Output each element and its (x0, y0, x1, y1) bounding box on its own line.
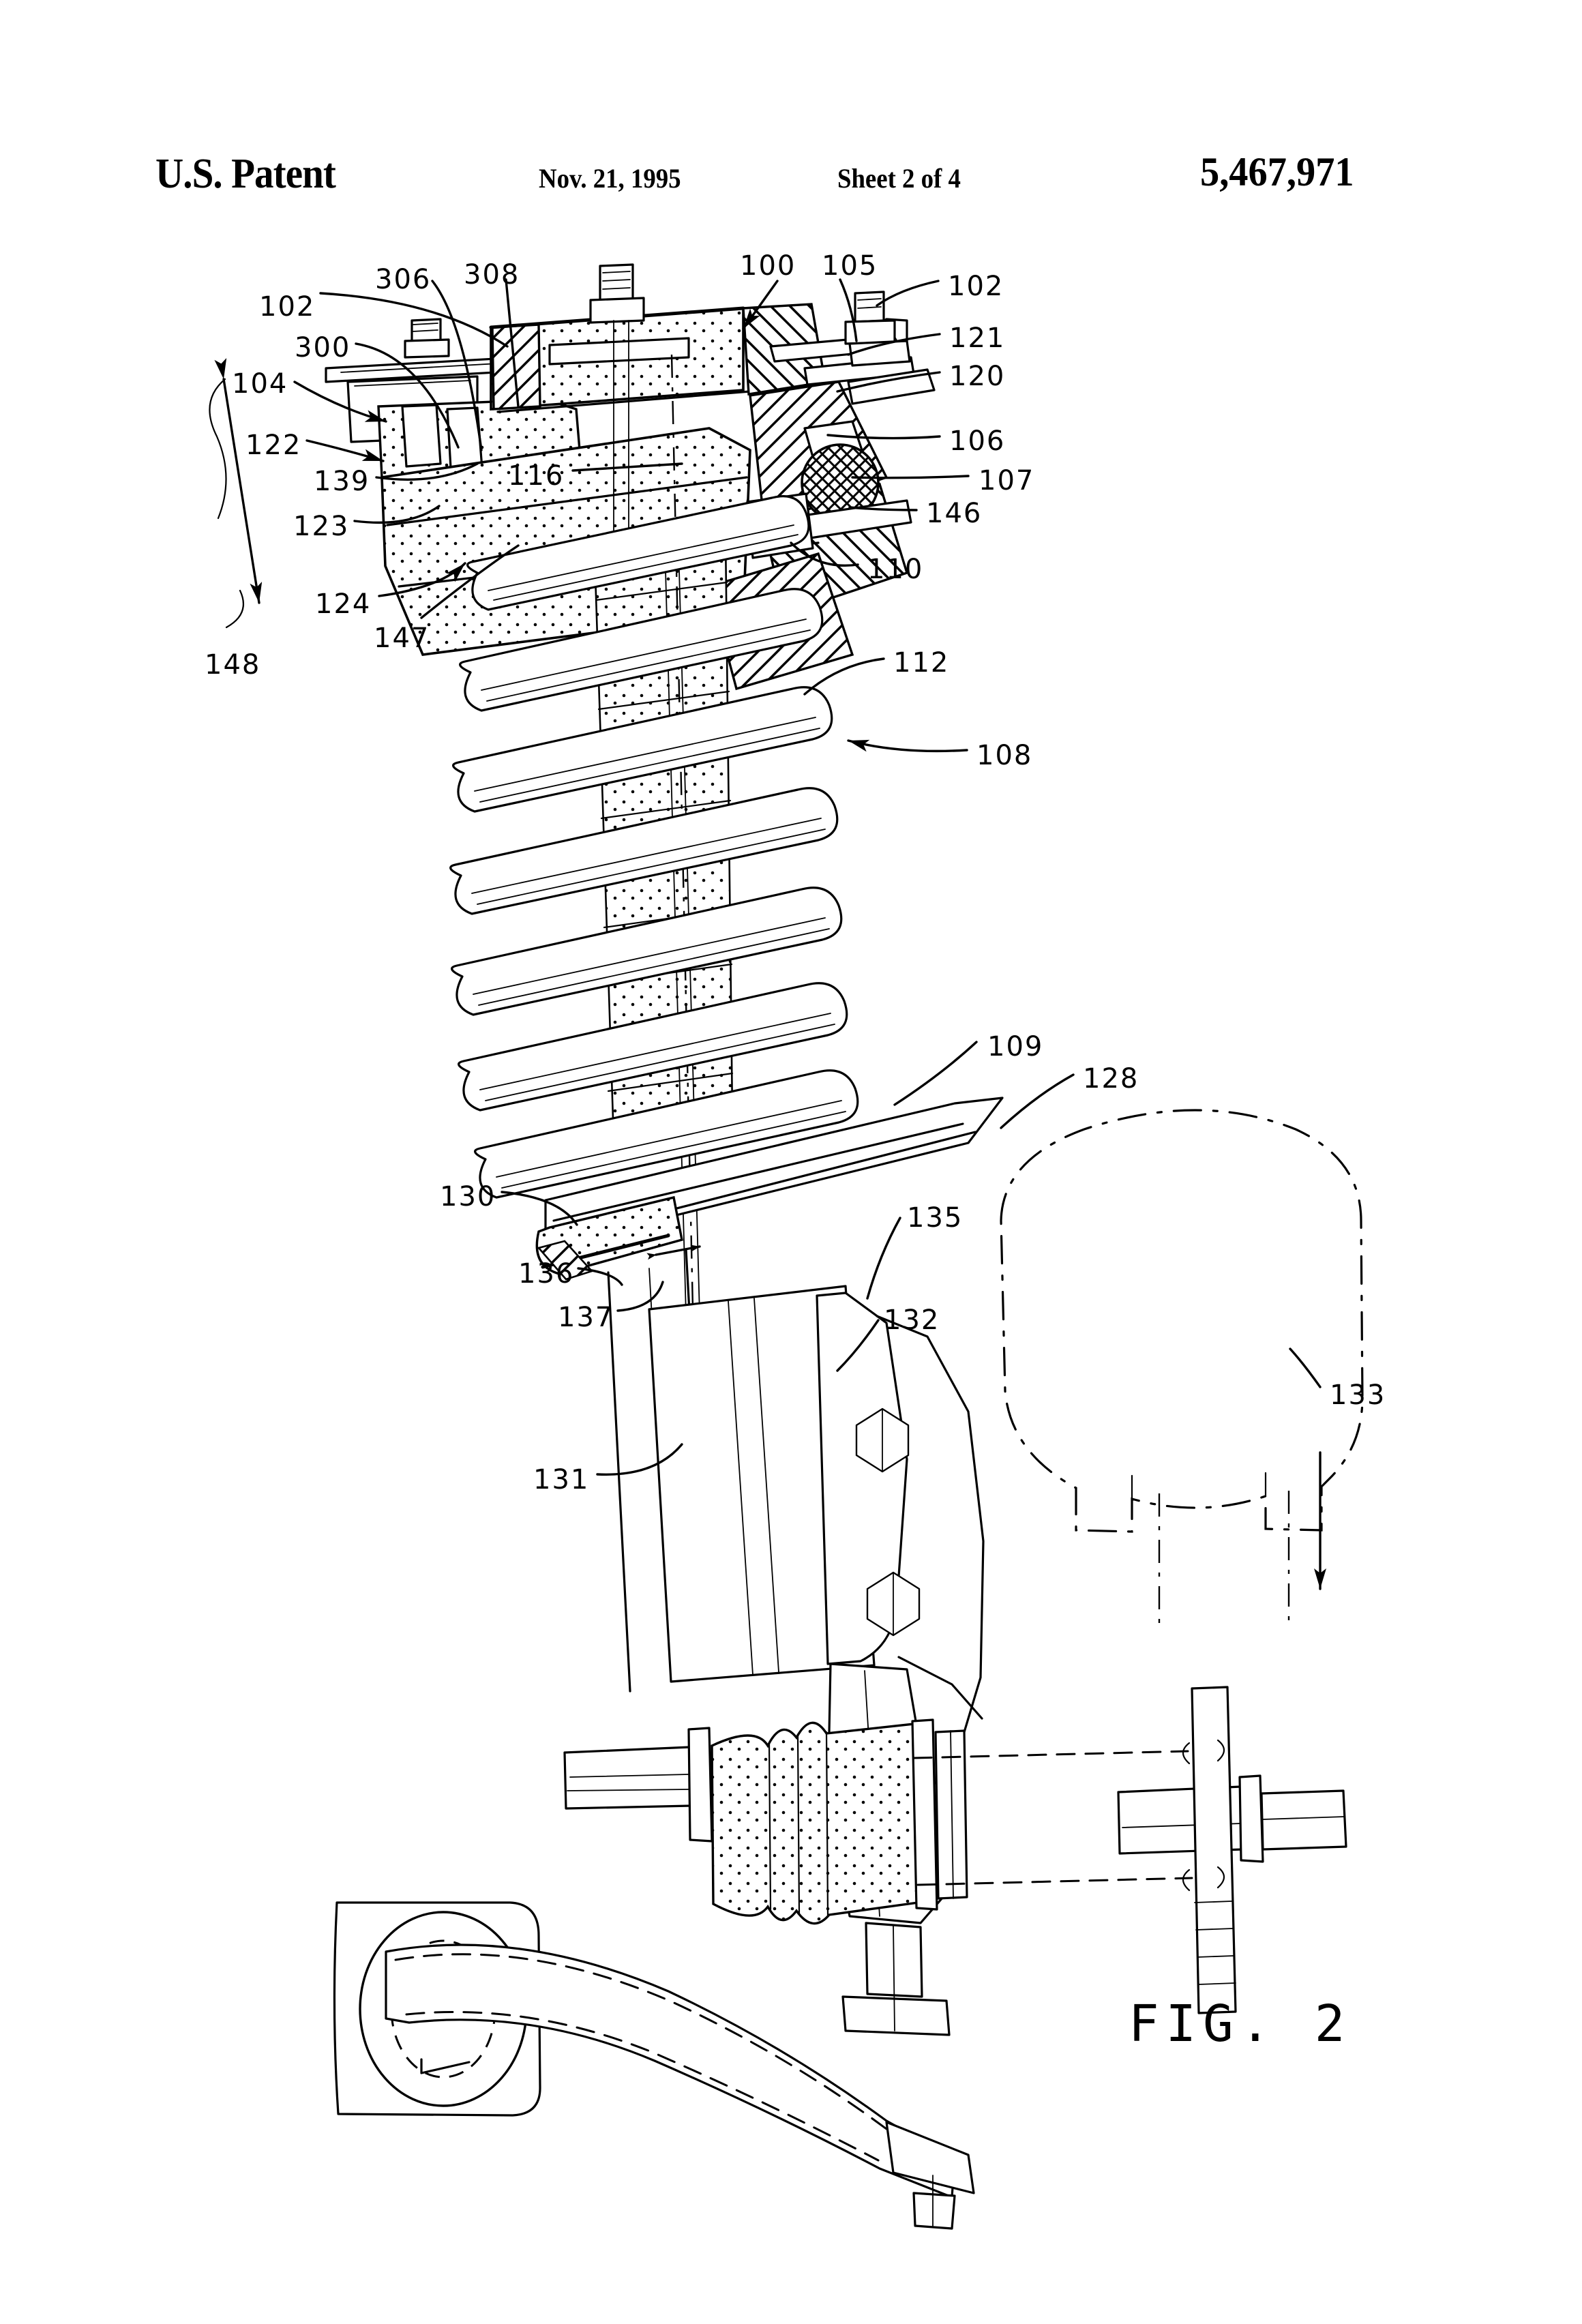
reference-numeral-109: 109 (987, 1031, 1044, 1062)
reference-numeral-124: 124 (315, 589, 372, 620)
reference-numeral-130: 130 (440, 1181, 496, 1212)
reference-numeral-104: 104 (232, 368, 288, 400)
reference-numeral-107: 107 (979, 465, 1035, 496)
reference-numeral-106: 106 (949, 426, 1006, 457)
figure-caption: FIG. 2 (1129, 1995, 1352, 2053)
reference-numeral-110: 110 (867, 554, 924, 585)
sheet-indicator: Sheet 2 of 4 (837, 163, 961, 194)
reference-numeral-306: 306 (375, 264, 432, 295)
tire-envelope-phantom (1000, 1109, 1364, 1630)
reference-numeral-120: 120 (949, 361, 1006, 392)
reference-numeral-128: 128 (1083, 1063, 1139, 1094)
strut-knuckle-group (607, 1245, 985, 2036)
reference-numeral-102: 102 (259, 291, 316, 323)
reference-numeral-100: 100 (740, 250, 796, 282)
reference-numeral-147: 147 (374, 623, 430, 654)
reference-numeral-135: 135 (907, 1202, 964, 1234)
reference-numeral-146: 146 (926, 498, 983, 529)
patent-number: 5,467,971 (1200, 149, 1354, 194)
patent-office-title: U.S. Patent (155, 151, 336, 197)
reference-numeral-105: 105 (822, 250, 878, 282)
reference-numeral-137: 137 (558, 1302, 614, 1333)
reference-numeral-132: 132 (884, 1305, 940, 1336)
reference-numeral-139: 139 (314, 466, 370, 497)
reference-numeral-133: 133 (1330, 1380, 1386, 1411)
reference-numeral-308: 308 (464, 259, 520, 290)
leader-lines (209, 278, 1322, 1476)
reference-numeral-148: 148 (205, 649, 261, 681)
reference-numeral-131: 131 (533, 1464, 590, 1495)
patent-issue-date: Nov. 21, 1995 (539, 163, 681, 194)
reference-numeral-116: 116 (508, 460, 565, 492)
reference-numeral-121: 121 (949, 323, 1006, 354)
reference-numeral-108: 108 (976, 740, 1033, 771)
reference-numeral-136: 136 (518, 1258, 575, 1290)
lower-control-arm-group (333, 1901, 975, 2230)
driveshaft-cv-joint-group (563, 1686, 1347, 2014)
reference-numeral-112: 112 (893, 647, 950, 679)
reference-numeral-122: 122 (245, 430, 302, 461)
reference-numeral-123: 123 (293, 511, 350, 542)
reference-numeral-300: 300 (295, 332, 351, 363)
reference-numeral-102: 102 (948, 271, 1004, 302)
